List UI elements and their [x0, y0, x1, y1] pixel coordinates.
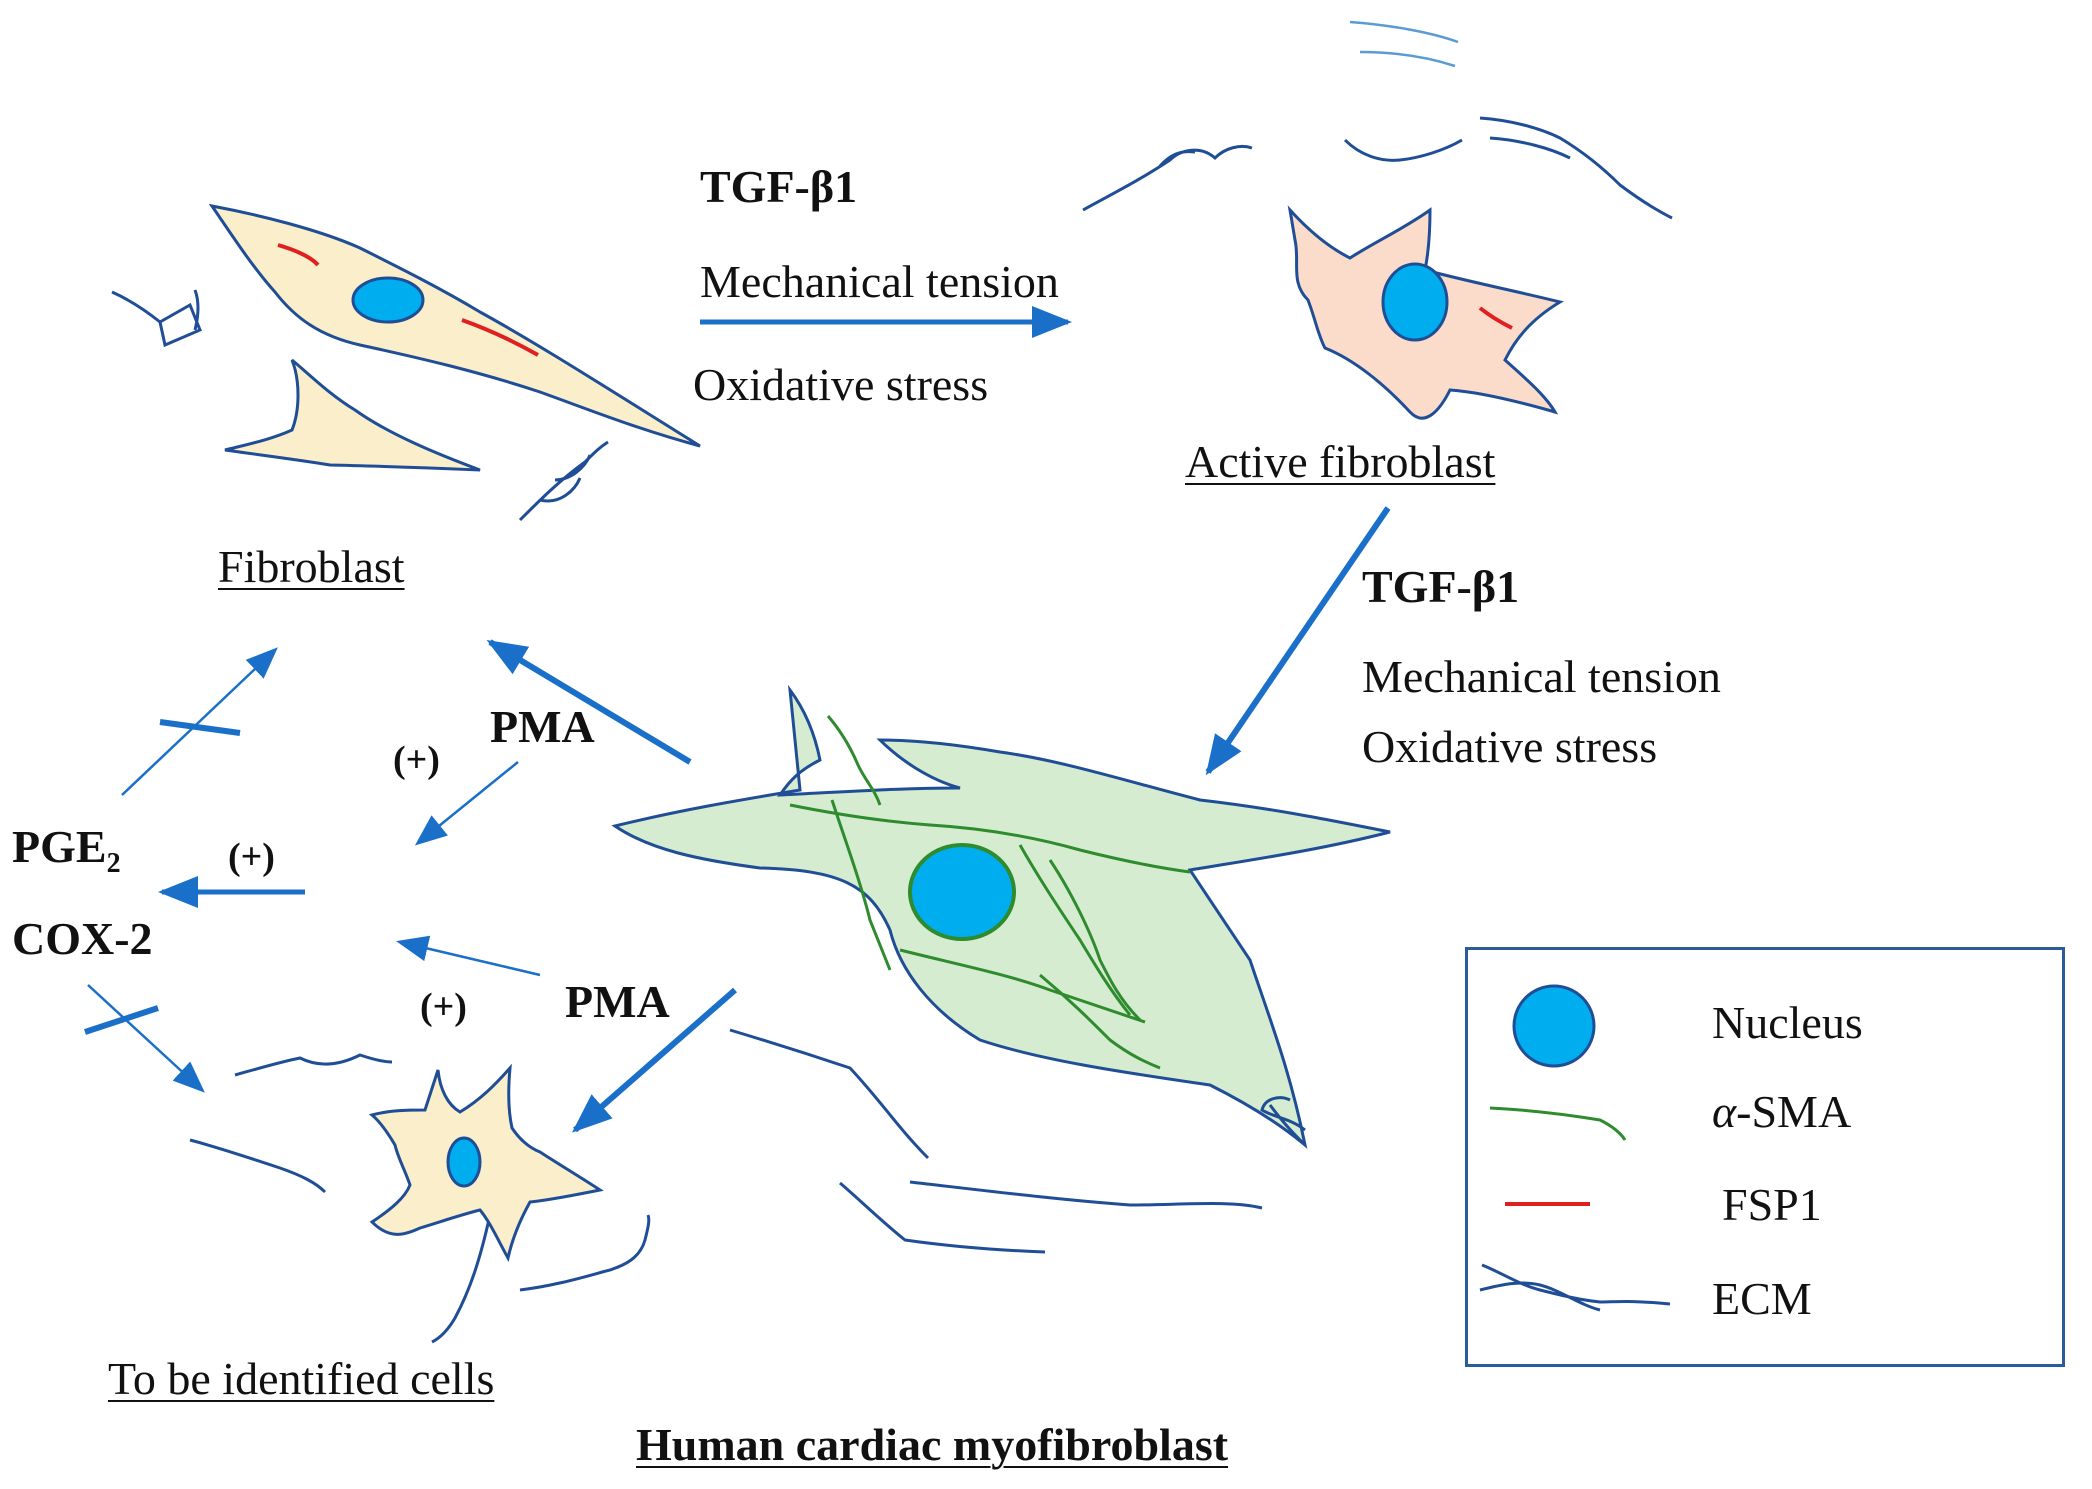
- pge2-label: PGE2: [12, 820, 121, 880]
- cox2-label: COX-2: [12, 913, 153, 964]
- myofibroblast-asma: [826, 715, 882, 806]
- right-oxidative-label: Oxidative stress: [1362, 721, 1658, 772]
- unidentified-cell: [368, 1063, 604, 1263]
- legend-nucleus-symbol: [1512, 984, 1596, 1068]
- myofibroblast-asma: [789, 803, 1191, 874]
- active-fibroblast-ecm: [1479, 116, 1673, 220]
- fibroblast-nucleus: [351, 276, 425, 324]
- fibroblast-fsp1: [277, 243, 320, 267]
- myofibroblast-nucleus: [908, 843, 1016, 941]
- fibroblast-cell: [111, 203, 701, 522]
- arrow-pma-lower: [396, 935, 541, 977]
- myofibroblast-label: Human cardiac myofibroblast: [636, 1419, 1229, 1470]
- myofibroblast-asma: [1018, 844, 1132, 1016]
- active-fibroblast-cell: [1082, 20, 1673, 420]
- pma-upper-label: PMA: [490, 701, 595, 752]
- pge2-main: PGE: [12, 821, 107, 872]
- arrow-pma-upper: [414, 761, 519, 846]
- plus-upper-label: (+): [393, 739, 440, 781]
- fibroblast-label: Fibroblast: [218, 541, 405, 592]
- unidentified-cells-label: To be identified cells: [108, 1353, 495, 1404]
- fibroblast-second-body: [224, 358, 481, 472]
- myofibroblast-ecm: [1260, 1096, 1307, 1147]
- myofibroblast-asma: [1039, 973, 1161, 1070]
- right-tgf-label: TGF-β1: [1362, 561, 1520, 612]
- top-mechanical-label: Mechanical tension: [700, 256, 1059, 307]
- legend-fsp1-label: FSP1: [1722, 1179, 1822, 1230]
- active-fibroblast-ecm: [1343, 138, 1463, 162]
- plus-middle-label: (+): [228, 836, 275, 878]
- active-fibroblast-ecm: [1349, 20, 1459, 68]
- active-fibroblast-nucleus: [1381, 262, 1449, 342]
- arrow-active-to-myofibroblast: [1205, 506, 1391, 776]
- fibroblast-ecm: [111, 289, 202, 348]
- top-oxidative-label: Oxidative stress: [693, 359, 989, 410]
- legend-ecm-label: ECM: [1712, 1273, 1812, 1324]
- right-mechanical-label: Mechanical tension: [1362, 651, 1721, 702]
- myofibroblast-asma: [899, 948, 1146, 1024]
- inhibition-bar-cox2: [84, 1005, 159, 1035]
- legend-asma-symbol: [1489, 1106, 1627, 1141]
- legend-asma-label: α-SMA: [1712, 1085, 1851, 1138]
- plus-lower-label: (+): [420, 986, 467, 1028]
- active-fibroblast-label: Active fibroblast: [1185, 436, 1496, 487]
- fibroblast-body: [208, 203, 701, 448]
- unidentified-cell-nucleus: [446, 1136, 482, 1188]
- legend-ecm-symbol: [1479, 1263, 1671, 1312]
- legend-box: [1465, 947, 2065, 1367]
- myofibroblast-asma: [1048, 859, 1142, 1022]
- myofibroblast-asma: [830, 799, 892, 971]
- inhibition-bar-pge2: [159, 719, 241, 736]
- bottom-ecm-strands: [189, 1028, 1263, 1344]
- fibroblast-fsp1: [461, 318, 539, 357]
- legend-asma-rest: -SMA: [1736, 1086, 1852, 1137]
- arrow-cox2-to-unidentified: [87, 984, 205, 1093]
- arrow-myofibroblast-to-unidentified: [571, 987, 737, 1133]
- legend-asma-alpha: α: [1712, 1086, 1737, 1137]
- pma-lower-label: PMA: [565, 976, 670, 1027]
- legend-symbols: [1479, 984, 1671, 1312]
- legend-nucleus-label: Nucleus: [1712, 997, 1863, 1048]
- myofibroblast-cell: [611, 684, 1391, 1149]
- unidentified-cell-body: [368, 1063, 604, 1263]
- active-fibroblast-fsp1: [1478, 306, 1513, 330]
- arrow-pge2-to-fibroblast: [121, 647, 278, 796]
- fibroblast-ecm: [518, 440, 609, 522]
- top-tgf-label: TGF-β1: [700, 161, 858, 212]
- pge2-subscript: 2: [106, 848, 121, 880]
- active-fibroblast-ecm: [1082, 144, 1253, 212]
- arrow-myofibroblast-to-fibroblast: [486, 639, 692, 765]
